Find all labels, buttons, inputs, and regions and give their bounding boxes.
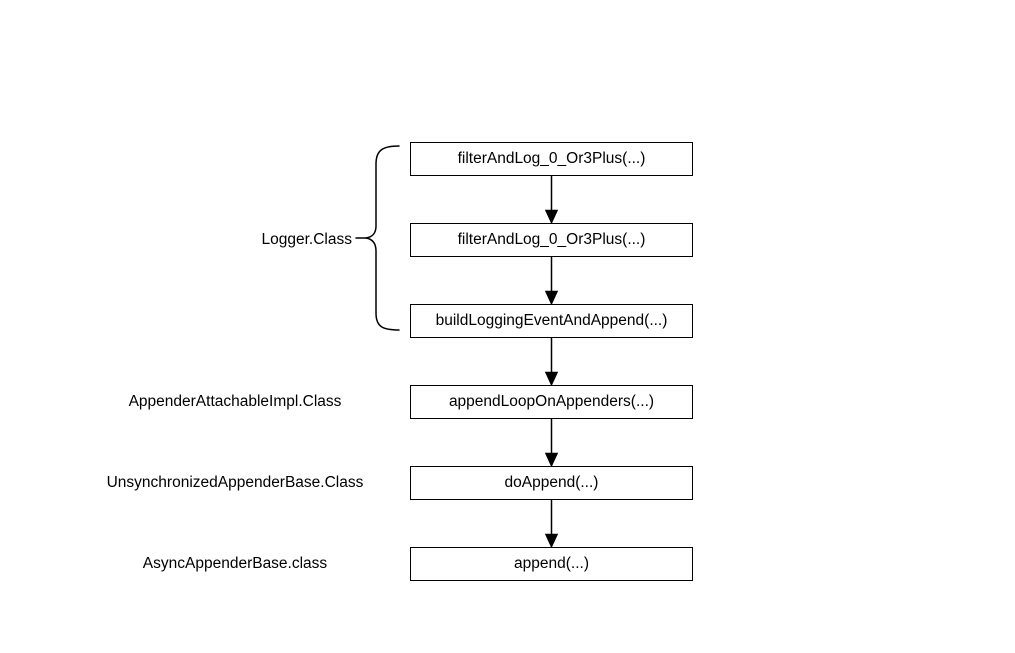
node-label: append(...) xyxy=(514,555,589,573)
arrow-4 xyxy=(544,419,559,468)
arrow-5 xyxy=(544,500,559,549)
label-unsynchronized-appender-base: UnsynchronizedAppenderBase.Class xyxy=(106,474,364,491)
label-logger-class: Logger.Class xyxy=(261,231,352,248)
node-label: appendLoopOnAppenders(...) xyxy=(448,393,655,411)
node-append: append(...) xyxy=(410,547,693,581)
group-brace xyxy=(355,145,400,331)
label-appender-attachable-impl: AppenderAttachableImpl.Class xyxy=(128,393,342,410)
node-label: filterAndLog_0_Or3Plus(...) xyxy=(457,231,646,249)
node-appendLoopOnAppenders: appendLoopOnAppenders(...) xyxy=(410,385,693,419)
node-filterAndLog-2: filterAndLog_0_Or3Plus(...) xyxy=(410,223,693,257)
node-buildLoggingEventAndAppend: buildLoggingEventAndAppend(...) xyxy=(410,304,693,338)
arrow-1 xyxy=(544,176,559,225)
node-label: filterAndLog_0_Or3Plus(...) xyxy=(457,150,646,168)
node-label: buildLoggingEventAndAppend(...) xyxy=(435,312,668,330)
node-label: doAppend(...) xyxy=(504,474,599,492)
arrow-2 xyxy=(544,257,559,306)
label-async-appender-base: AsyncAppenderBase.class xyxy=(142,555,328,572)
node-doAppend: doAppend(...) xyxy=(410,466,693,500)
brace-path xyxy=(365,145,400,331)
arrow-3 xyxy=(544,338,559,387)
node-filterAndLog-1: filterAndLog_0_Or3Plus(...) xyxy=(410,142,693,176)
